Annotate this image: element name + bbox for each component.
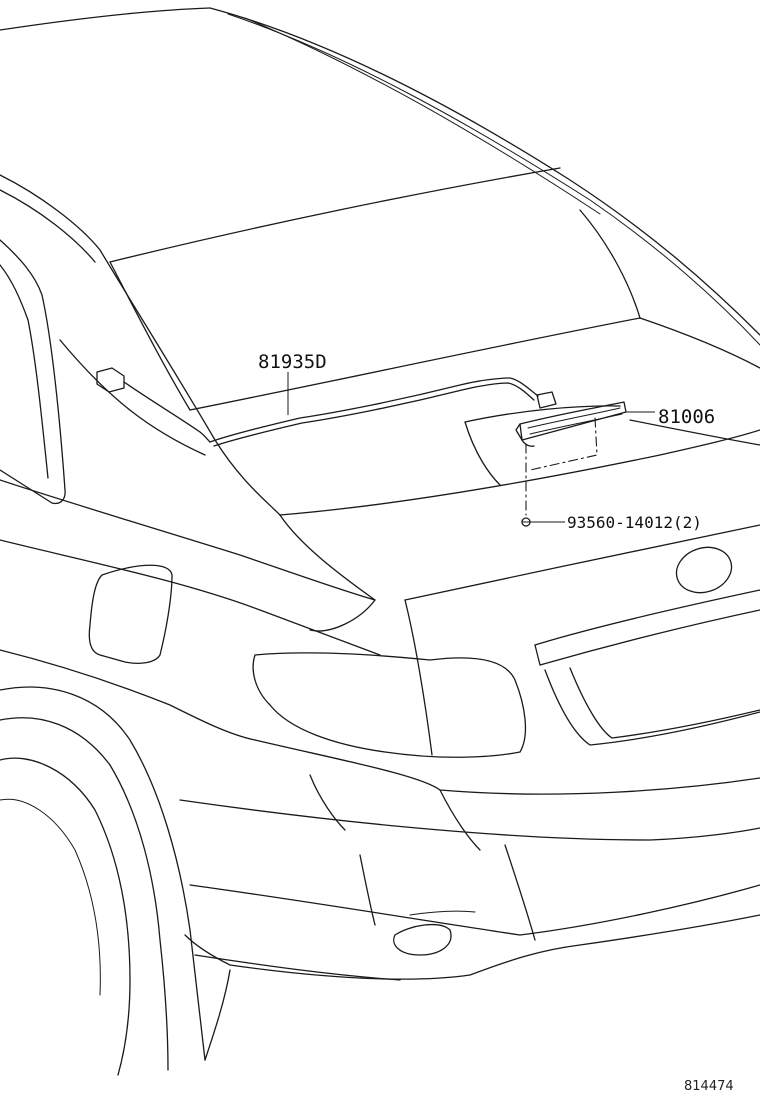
fuel-door — [88, 564, 173, 664]
body-side — [0, 479, 381, 741]
tail-lamp — [252, 599, 527, 758]
rear-emblem — [675, 546, 733, 594]
screw-part-number: 93560-14012 — [567, 513, 673, 532]
screw — [521, 517, 531, 527]
license-plate-garnish — [534, 589, 760, 746]
rear-bumper — [179, 739, 760, 981]
wire-harness — [96, 367, 539, 447]
part-label-wire: 81935D — [258, 351, 327, 373]
part-label-stop-lamp: 81006 — [658, 406, 715, 428]
c-pillar — [0, 174, 281, 516]
illustration-id: 814474 — [684, 1079, 734, 1094]
rear-wheel — [0, 686, 231, 1076]
screw-quantity: (2) — [673, 513, 702, 532]
rear-reflector — [393, 910, 476, 956]
part-label-screw: 93560-14012(2) — [567, 513, 702, 532]
roof — [0, 7, 760, 346]
rear-window — [109, 167, 760, 411]
trunk-lid — [279, 405, 760, 601]
high-mount-stop-lamp — [515, 391, 627, 516]
